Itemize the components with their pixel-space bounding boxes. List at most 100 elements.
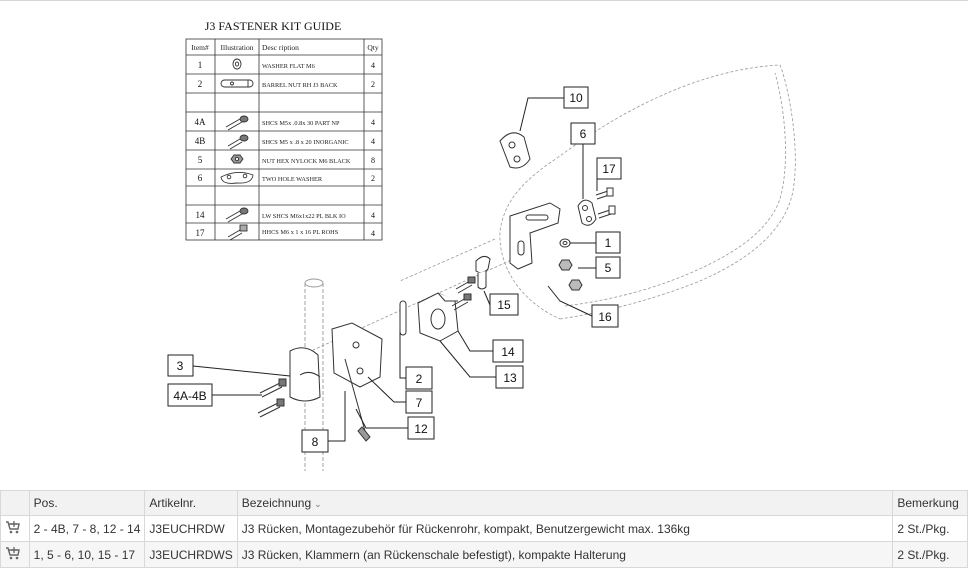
hex-nut-part: [568, 279, 583, 291]
callout-14: 14: [492, 339, 524, 363]
bemerkung-cell: 2 St./Pkg.: [892, 515, 968, 542]
kit-row-desc: LW SHCS M6x1x22 PL BLK IO: [262, 213, 346, 220]
header-artikel[interactable]: Artikelnr.: [144, 490, 238, 516]
top-divider: [0, 0, 968, 1]
kit-row-item: 14: [196, 210, 206, 220]
kit-row-desc: TWO HOLE WASHER: [262, 176, 323, 183]
kit-row-desc: BARREL NUT RH J3 BACK: [262, 82, 338, 89]
callout-6: 6: [570, 122, 596, 145]
kit-row-qty: 4: [371, 137, 375, 146]
kit-row-qty: 2: [371, 174, 375, 183]
clamp-block-part: [417, 292, 459, 342]
table-row: 2 - 4B, 7 - 8, 12 - 14 J3EUCHRDW J3 Rück…: [0, 515, 968, 542]
table-row: 1, 5 - 6, 10, 15 - 17 J3EUCHRDWS J3 Rück…: [0, 541, 968, 568]
artikel-cell: J3EUCHRDWS: [144, 541, 238, 568]
svg-text:7: 7: [416, 396, 423, 410]
fastener-kit-guide: J3 FASTENER KIT GUIDE Item# Illustration…: [185, 19, 383, 241]
bemerkung-cell: 2 St./Pkg.: [892, 541, 968, 568]
two-hole-plate-part: [499, 132, 531, 169]
barrel-pin-part: [475, 255, 491, 290]
washer-part: [559, 238, 571, 248]
callout-leaders: [192, 97, 598, 442]
header-bemerkung[interactable]: Bemerkung: [892, 490, 968, 516]
svg-text:3: 3: [177, 359, 184, 373]
parts-table-header: Pos. Artikelnr. Bezeichnung⌄ Bemerkung: [0, 490, 968, 516]
svg-text:6: 6: [580, 127, 587, 141]
kit-row-qty: 4: [371, 118, 375, 127]
callout-5: 5: [595, 256, 621, 279]
kit-row-qty: 4: [371, 211, 375, 220]
two-hole-washer-part: [577, 199, 597, 226]
svg-text:1: 1: [605, 236, 612, 250]
callout-2: 2: [405, 366, 433, 390]
callout-15: 15: [489, 293, 519, 316]
screw-part: [451, 276, 476, 311]
kit-row-desc: NUT HEX NYLOCK M6 BLACK: [262, 158, 351, 165]
svg-text:2: 2: [416, 372, 423, 386]
cart-cell: [0, 541, 30, 568]
add-to-cart-icon[interactable]: [5, 546, 21, 560]
screw-icon: [225, 115, 249, 131]
cart-cell: [0, 515, 30, 542]
bezeichnung-cell: J3 Rücken, Klammern (an Rückenschale bef…: [236, 541, 894, 568]
kit-row-item: 4B: [195, 136, 206, 146]
kit-row-qty: 4: [371, 61, 375, 70]
callout-1: 1: [595, 231, 621, 254]
bezeichnung-cell: J3 Rücken, Montagezubehör für Rückenrohr…: [236, 515, 894, 542]
svg-text:13: 13: [503, 371, 517, 385]
svg-text:8: 8: [312, 435, 319, 449]
kit-row-desc: SHCS M5x .0.8x 30 PART NP: [262, 120, 340, 127]
kit-guide-title: J3 FASTENER KIT GUIDE: [205, 19, 342, 33]
callout-16: 16: [591, 304, 619, 328]
kit-row-item: 4A: [195, 117, 207, 127]
bolt-part: [595, 187, 616, 219]
hex-nut-icon: [230, 154, 244, 164]
hex-nut-part: [558, 259, 573, 271]
header-bezeichnung[interactable]: Bezeichnung⌄: [236, 490, 894, 516]
add-to-cart-icon[interactable]: [5, 520, 21, 534]
svg-text:17: 17: [602, 162, 616, 176]
header-pos[interactable]: Pos.: [28, 490, 146, 516]
callout-8: 8: [301, 429, 329, 453]
kit-row-item: 2: [198, 79, 203, 89]
kit-row-desc: WASHER FLAT M6: [262, 63, 315, 70]
svg-text:10: 10: [569, 91, 583, 105]
parts-table: Pos. Artikelnr. Bezeichnung⌄ Bemerkung 2…: [0, 490, 968, 568]
kit-header-item: Item#: [191, 43, 209, 52]
svg-text:5: 5: [605, 261, 612, 275]
kit-row-desc: SHCS M5 x .8 x 20 INORGANIC: [262, 139, 349, 146]
angle-bracket-part: [509, 202, 561, 270]
exploded-diagram: J3 FASTENER KIT GUIDE Item# Illustration…: [0, 1, 968, 489]
kit-row-item: 1: [198, 60, 203, 70]
barrel-nut-icon: [220, 79, 254, 88]
barrel-nut-part: [399, 300, 407, 336]
tube-clamp-part: [289, 347, 321, 402]
kit-row-item: 17: [196, 228, 206, 238]
parts-sketch: [257, 132, 616, 442]
header-bezeichnung-label: Bezeichnung: [241, 496, 312, 510]
svg-text:12: 12: [414, 422, 428, 436]
callout-3: 3: [167, 354, 194, 377]
callout-17: 17: [596, 157, 622, 180]
callout-12: 12: [407, 416, 435, 440]
washer-icon: [232, 58, 242, 70]
pos-cell: 1, 5 - 6, 10, 15 - 17: [28, 541, 146, 568]
header-cart: [0, 490, 30, 516]
callout-7: 7: [405, 390, 433, 414]
screw-icon: [227, 224, 248, 241]
kit-row-qty: 4: [371, 229, 375, 238]
kit-header-description: Desc ription: [262, 43, 299, 52]
chevron-down-icon[interactable]: ⌄: [314, 499, 322, 509]
kit-row-item: 6: [198, 173, 203, 183]
svg-text:4A-4B: 4A-4B: [173, 389, 206, 403]
callout-13: 13: [495, 365, 524, 389]
callout-10: 10: [563, 86, 589, 109]
svg-text:14: 14: [501, 345, 515, 359]
kit-row-qty: 8: [371, 156, 375, 165]
screw-icon: [227, 134, 249, 150]
pos-cell: 2 - 4B, 7 - 8, 12 - 14: [28, 515, 146, 542]
kit-header-illustration: Illustration: [221, 43, 254, 52]
screw-icon: [225, 207, 249, 223]
kit-row-desc: HHCS M6 x 1 x 16 PL ROHS: [262, 229, 339, 236]
kit-row-item: 5: [198, 155, 203, 165]
